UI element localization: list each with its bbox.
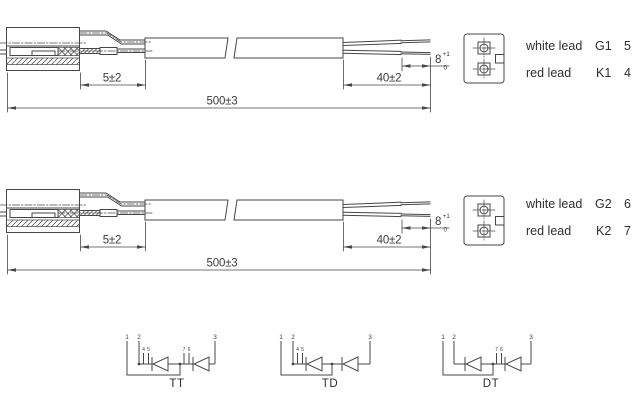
- dim-tip-tol-upper: +1: [443, 213, 451, 220]
- diode-symbol: [341, 356, 359, 372]
- junction-dot: [491, 362, 495, 366]
- terminal-2-label: 2: [291, 334, 295, 341]
- terminal-1-lead: [126, 341, 181, 376]
- aux-7-label: 7: [495, 347, 498, 353]
- aux-7-label: 7: [183, 347, 186, 353]
- aux-5-label: 5: [301, 347, 304, 353]
- dim-tip-tol-lower: 0: [444, 227, 448, 234]
- lead-table-2: white lead G2 6 red lead K2 7: [525, 197, 631, 238]
- thyristor-symbol: [151, 356, 169, 372]
- dim-overall-label: 500±3: [207, 258, 238, 270]
- junction-dot: [178, 362, 182, 366]
- terminal-1-label: 1: [279, 334, 283, 341]
- terminal-1-lead: [280, 341, 333, 376]
- aux-4-label: 4: [296, 347, 299, 353]
- dim-tip-label: 8: [435, 216, 441, 228]
- dim-strip-label: 40±2: [377, 235, 402, 247]
- lead-pin-red: 4: [624, 66, 631, 80]
- thyristor-symbol: [192, 356, 210, 372]
- circuit-tt: 1 2 3 4 5 7 6 TT: [125, 334, 217, 390]
- lead-name-white: white lead: [525, 197, 582, 211]
- terminal-3-label: 3: [368, 334, 372, 341]
- lead-table-1: white lead G1 5 red lead K1 4: [525, 39, 631, 80]
- junction-dot: [330, 362, 334, 366]
- thyristor-symbol: [504, 356, 522, 372]
- aux-6-label: 6: [500, 347, 503, 353]
- dim-tip-tol-lower: 0: [444, 65, 448, 72]
- lead-terminal-red: K2: [596, 224, 611, 238]
- circuit-label-td: TD: [322, 378, 339, 390]
- cable-assembly-2: 5±2 40±2 500±3 8 +1 0 white lead G2 6 re…: [0, 190, 631, 275]
- cable-assembly-1: 5±2 40±2 500±3 8 +1 0 white lead G1 5 re…: [0, 28, 631, 113]
- lead-terminal-red: K1: [596, 66, 611, 80]
- terminal-1-label: 1: [125, 334, 129, 341]
- circuit-label-tt: TT: [169, 378, 184, 390]
- junction-dot: [137, 362, 141, 366]
- assembly-line-art: [0, 28, 504, 113]
- assembly-line-art: [0, 190, 504, 275]
- circuit-td: 1 2 3 4 5 TD: [279, 334, 372, 390]
- lead-pin-red: 7: [624, 224, 631, 238]
- terminal-3-label: 3: [213, 334, 217, 341]
- terminal-3-label: 3: [529, 334, 533, 341]
- circuit-label-dt: DT: [483, 378, 500, 390]
- circuit-diagrams: 1 2 3 4 5 7 6 TT 1 2: [125, 334, 533, 390]
- dim-strip-label: 40±2: [377, 73, 402, 85]
- junction-dot: [291, 362, 295, 366]
- lead-pin-white: 6: [624, 197, 631, 211]
- terminal-1-lead: [442, 341, 494, 376]
- terminal-2-label: 2: [137, 334, 141, 341]
- lead-pin-white: 5: [624, 39, 631, 53]
- aux-6-label: 6: [188, 347, 191, 353]
- aux-5-label: 5: [147, 347, 150, 353]
- dim-sleeve-label: 5±2: [103, 235, 122, 247]
- lead-terminal-white: G1: [595, 39, 612, 53]
- lead-name-red: red lead: [526, 66, 571, 80]
- lead-terminal-white: G2: [595, 197, 612, 211]
- lead-name-white: white lead: [525, 39, 582, 53]
- lead-name-red: red lead: [526, 224, 571, 238]
- diode-symbol: [464, 356, 482, 372]
- dim-sleeve-label: 5±2: [103, 73, 122, 85]
- aux-4-label: 4: [142, 347, 145, 353]
- terminal-1-label: 1: [441, 334, 445, 341]
- dim-tip-label: 8: [435, 54, 441, 66]
- terminal-2-label: 2: [452, 334, 456, 341]
- thyristor-symbol: [305, 356, 323, 372]
- circuit-dt: 1 2 3 7 6 DT: [441, 334, 533, 390]
- dim-overall-label: 500±3: [207, 96, 238, 108]
- dim-tip-tol-upper: +1: [443, 51, 451, 58]
